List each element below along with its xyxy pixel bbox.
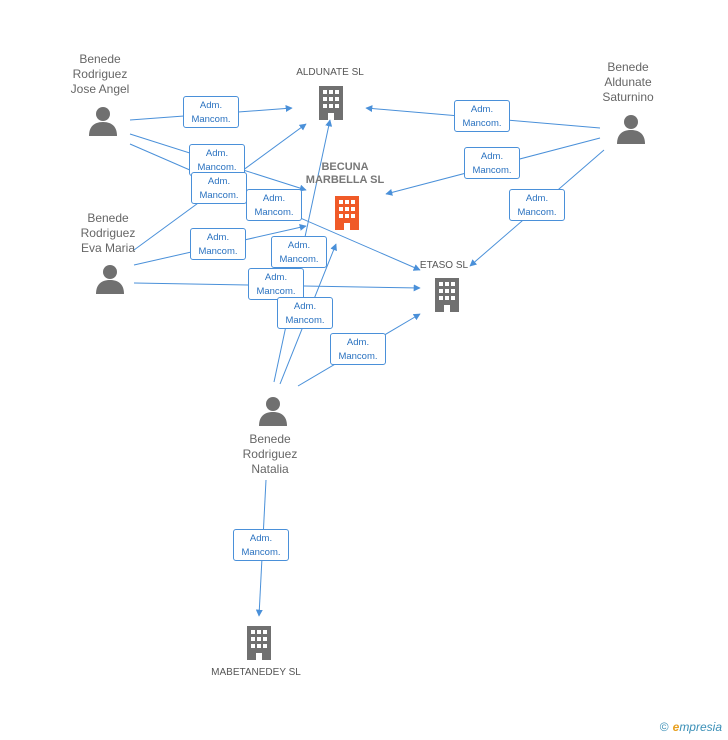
building-icon-becuna[interactable] [332, 196, 362, 235]
relation-label-natalia-mabetanedey[interactable]: Adm. Mancom. [233, 529, 289, 561]
relation-label-eva-becuna[interactable]: Adm. Mancom. [190, 228, 246, 260]
building-icon-mabetanedey[interactable] [244, 626, 274, 665]
relation-label-jose-aldunate[interactable]: Adm. Mancom. [183, 96, 239, 128]
relation-label-eva-aldunate[interactable]: Adm. Mancom. [191, 172, 247, 204]
person-label-saturnino[interactable]: Benede Aldunate Saturnino [602, 60, 654, 104]
person-label-jose-angel[interactable]: Benede Rodriguez Jose Angel [70, 52, 130, 96]
relation-label-saturnino-aldunate[interactable]: Adm. Mancom. [454, 100, 510, 132]
building-icon-etaso[interactable] [432, 278, 462, 317]
relation-label-saturnino-etaso[interactable]: Adm. Mancom. [509, 189, 565, 221]
relation-label-jose-etaso[interactable]: Adm. Mancom. [246, 189, 302, 221]
company-label-becuna[interactable]: BECUNA MARBELLA SL [305, 161, 385, 186]
person-icon-jose-angel[interactable] [88, 106, 118, 141]
person-icon-saturnino[interactable] [616, 114, 646, 149]
relation-label-natalia-aldunate[interactable]: Adm. Mancom. [277, 297, 333, 329]
relation-label-natalia-etaso[interactable]: Adm. Mancom. [330, 333, 386, 365]
person-label-eva-maria[interactable]: Benede Rodriguez Eva Maria [80, 211, 136, 255]
relation-label-natalia-becuna[interactable]: Adm. Mancom. [271, 236, 327, 268]
brand-name: mpresia [679, 720, 722, 734]
relation-label-eva-etaso[interactable]: Adm. Mancom. [248, 268, 304, 300]
company-label-aldunate[interactable]: ALDUNATE SL [296, 67, 364, 78]
brand-initial: e [672, 720, 680, 734]
person-icon-eva-maria[interactable] [95, 264, 125, 299]
person-icon-natalia[interactable] [258, 396, 288, 431]
building-icon-aldunate[interactable] [316, 86, 346, 125]
relation-label-saturnino-becuna[interactable]: Adm. Mancom. [464, 147, 520, 179]
relation-label-jose-becuna[interactable]: Adm. Mancom. [189, 144, 245, 176]
person-label-natalia[interactable]: Benede Rodriguez Natalia [242, 432, 298, 476]
footer-brand: ©empresia [660, 720, 722, 734]
company-label-etaso[interactable]: ETASO SL [419, 260, 469, 271]
company-label-mabetanedey[interactable]: MABETANEDEY SL [211, 667, 301, 678]
copyright-icon: © [659, 720, 669, 734]
